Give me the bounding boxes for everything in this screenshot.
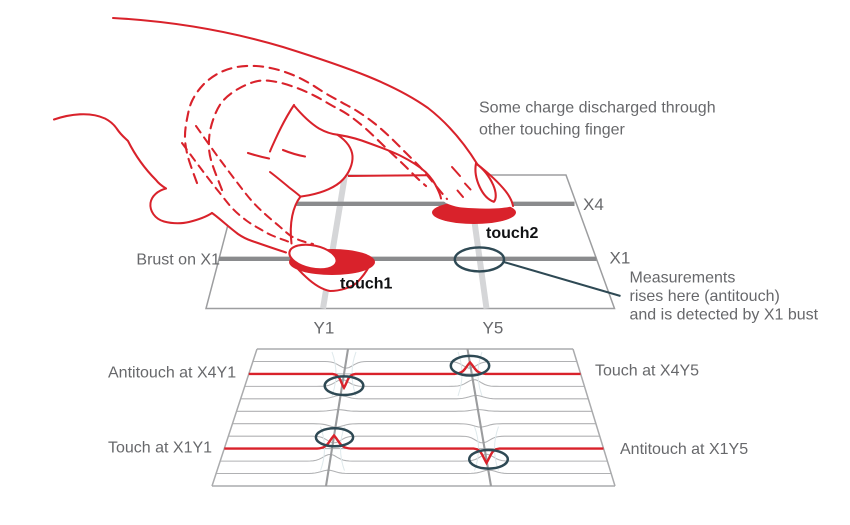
svg-text:X1: X1 xyxy=(610,249,631,268)
svg-text:touch1: touch1 xyxy=(340,276,393,293)
svg-text:Antitouch at X1Y5: Antitouch at X1Y5 xyxy=(620,441,748,458)
svg-text:rises here (antitouch): rises here (antitouch) xyxy=(630,288,780,305)
svg-text:X4: X4 xyxy=(583,195,604,214)
svg-text:touch2: touch2 xyxy=(486,225,539,242)
svg-text:Y1: Y1 xyxy=(314,319,335,338)
svg-text:Some charge discharged through: Some charge discharged through xyxy=(479,100,716,117)
svg-text:Measurements: Measurements xyxy=(630,270,736,287)
svg-text:Touch at X1Y1: Touch at X1Y1 xyxy=(108,440,212,457)
svg-text:Touch at X4Y5: Touch at X4Y5 xyxy=(595,363,699,380)
svg-text:Antitouch at X4Y1: Antitouch at X4Y1 xyxy=(108,365,236,382)
svg-text:other touching finger: other touching finger xyxy=(479,122,626,139)
svg-text:and is detected by X1 bust: and is detected by X1 bust xyxy=(630,307,819,324)
svg-text:Brust on X1: Brust on X1 xyxy=(136,252,220,269)
svg-text:Y5: Y5 xyxy=(483,319,504,338)
